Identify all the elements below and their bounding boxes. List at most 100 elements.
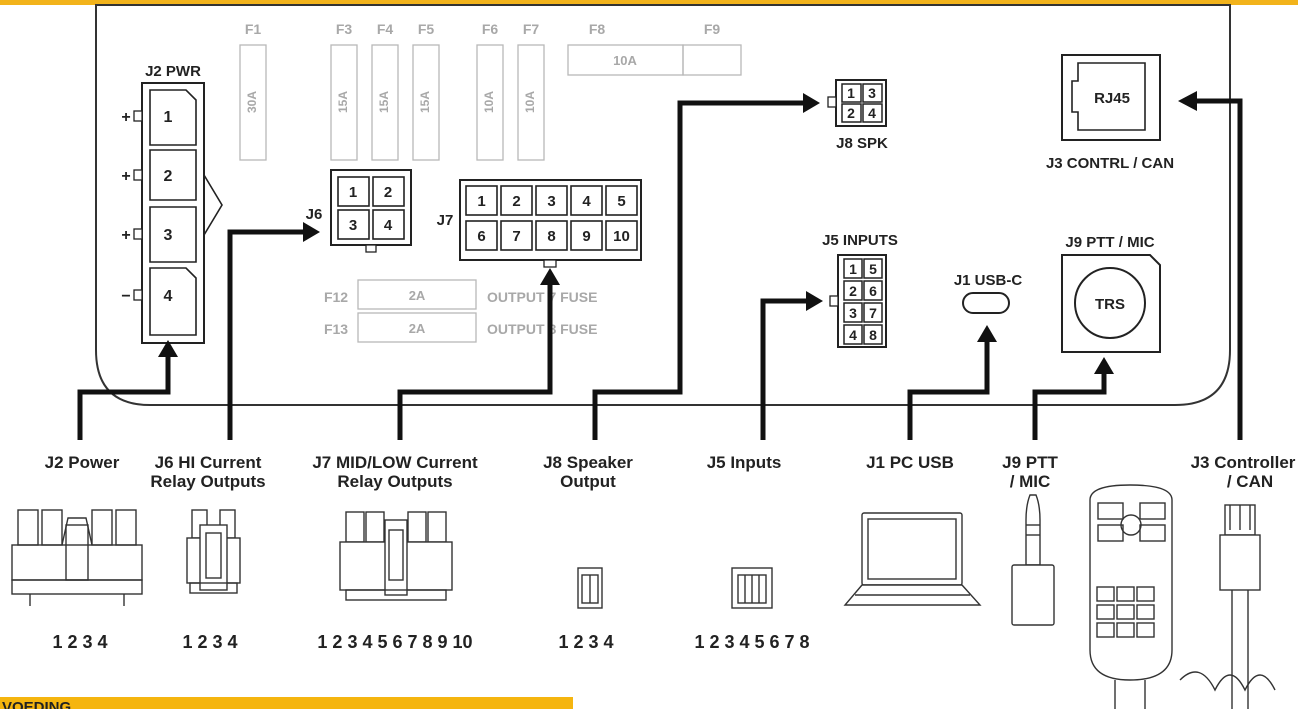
leader-j1 [907,340,990,440]
leader-j9 [1032,372,1107,440]
label-j9-sub: / MIC [1010,472,1051,491]
plug-j2 [11,509,143,606]
j7-pin-cell [605,185,638,216]
svg-text:2A: 2A [409,321,426,336]
svg-text:2A: 2A [409,288,426,303]
svg-text:J7: J7 [437,212,454,229]
svg-text:1: 1 [349,184,357,201]
j7-pin-number: 1 [477,193,485,210]
microphone-icon [1089,484,1173,709]
svg-text:J1 USB-C: J1 USB-C [954,272,1023,289]
section-banner-text: VOEDING [2,699,72,709]
arrow-j8 [803,93,820,113]
arrow-j7 [540,268,560,285]
svg-text:−: − [121,288,130,305]
svg-text:10A: 10A [523,91,537,113]
label-j7-sub: Relay Outputs [337,472,452,491]
j7-pin-cell [570,185,603,216]
j2-pwr-header: J2 PWR + + + − 1 2 3 4 [121,63,223,344]
fuse-f7: F7 10A [517,21,545,161]
plug-j7 [339,511,453,601]
svg-text:3: 3 [164,227,173,244]
svg-text:F4: F4 [377,21,394,37]
svg-text:5: 5 [869,261,877,277]
j7-pin-number: 6 [477,228,485,245]
rj45-cable-icon [1179,504,1276,709]
j7-pin-number: 8 [547,228,555,245]
fuse-f4: F4 15A [371,21,399,161]
label-j2: J2 Power [45,453,120,472]
plug-j8 [577,567,603,609]
arrow-j2 [158,340,178,357]
j5-inputs-header: J5 INPUTS 1 5 2 6 3 7 4 8 [822,232,898,348]
plug-j5 [731,567,773,609]
pins-j6: 1 2 3 4 [182,632,237,652]
svg-text:J2 PWR: J2 PWR [145,63,201,80]
svg-text:F13: F13 [324,321,348,337]
svg-text:J5 INPUTS: J5 INPUTS [822,232,898,249]
svg-text:+: + [121,109,130,126]
leader-j2 [77,355,171,440]
leader-arrowheads [158,91,1197,374]
j7-pin-cell [535,185,568,216]
svg-text:OUTPUT 8 FUSE: OUTPUT 8 FUSE [487,321,597,337]
j7-pin-cell [500,220,533,251]
svg-text:4: 4 [849,327,857,343]
label-j6: J6 HI Current [155,453,262,472]
leader-j6 [227,229,305,440]
svg-text:15A: 15A [377,91,391,113]
fuse-f3: F3 15A [330,21,358,161]
svg-text:4: 4 [868,105,876,121]
svg-text:F9: F9 [704,21,721,37]
arrow-j6 [303,222,320,242]
label-j1: J1 PC USB [866,453,954,472]
svg-text:3: 3 [849,305,857,321]
j7-pin-cell [500,185,533,216]
fuse-f5: F5 15A [412,21,440,161]
leader-lines [77,98,1243,440]
label-j3: J3 Controller [1191,453,1296,472]
top-accent-bar [0,0,1298,5]
j1-usbc-port: J1 USB-C [954,272,1023,314]
leader-j3 [1195,98,1243,440]
j7-pin-cell [535,220,568,251]
leader-j8 [592,100,805,440]
svg-text:1: 1 [164,109,173,126]
j7-pin-number: 4 [582,193,591,210]
label-j8-sub: Output [560,472,616,491]
svg-text:F3: F3 [336,21,353,37]
arrow-j3 [1178,91,1197,111]
j7-pin-number: 9 [582,228,590,245]
svg-text:3: 3 [349,217,357,234]
leader-j7 [397,283,553,440]
fuse-f9: F9 [682,21,742,76]
svg-text:8: 8 [869,327,877,343]
svg-text:F1: F1 [245,21,262,37]
svg-text:J3 CONTRL / CAN: J3 CONTRL / CAN [1046,155,1174,172]
j9-trs-port: J9 PTT / MIC TRS [1061,234,1161,353]
svg-text:TRS: TRS [1095,296,1125,313]
svg-text:10A: 10A [482,91,496,113]
svg-text:+: + [121,168,130,185]
leader-j5 [760,298,808,440]
svg-text:4: 4 [384,217,393,234]
svg-text:2: 2 [164,168,173,185]
svg-text:F5: F5 [418,21,435,37]
arrow-j9 [1094,357,1114,374]
pins-j7: 1 2 3 4 5 6 7 8 9 10 [317,632,472,652]
j7-pin-number: 2 [512,193,520,210]
trs-plug-icon [1011,494,1055,626]
j7-pin-number: 7 [512,228,520,245]
svg-text:J9 PTT / MIC: J9 PTT / MIC [1065,234,1154,251]
label-j9: J9 PTT [1002,453,1058,472]
section-banner: VOEDING [0,697,573,709]
svg-text:1: 1 [849,261,857,277]
arrow-j5 [806,291,823,311]
svg-text:10A: 10A [613,53,637,68]
fuse-f13: F13 2A OUTPUT 8 FUSE [324,312,597,343]
pins-j2: 1 2 3 4 [52,632,107,652]
controller-housing [95,4,1231,406]
svg-text:F7: F7 [523,21,540,37]
